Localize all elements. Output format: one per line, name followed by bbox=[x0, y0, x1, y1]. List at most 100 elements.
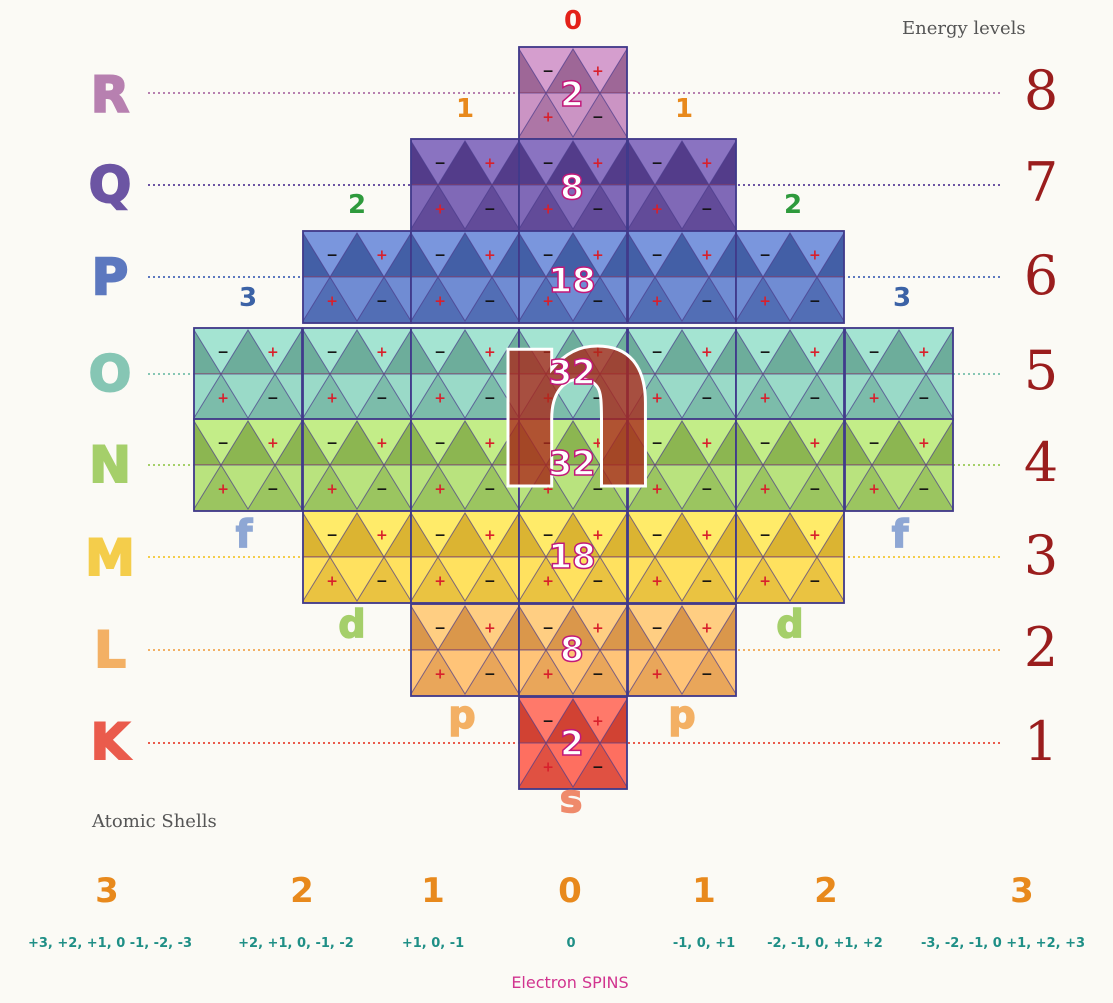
svg-text:+: + bbox=[701, 528, 713, 544]
svg-text:+: + bbox=[868, 482, 880, 498]
svg-text:−: − bbox=[484, 667, 496, 683]
svg-text:−: − bbox=[376, 294, 388, 310]
svg-text:+: + bbox=[759, 574, 771, 590]
atomic-shells-title: Atomic Shells bbox=[92, 811, 217, 832]
svg-text:−: − bbox=[592, 760, 604, 776]
energy-levels-title: Energy levels bbox=[902, 18, 1026, 39]
spin-values-f-right: -3, -2, -1, 0 +1, +2, +3 bbox=[893, 937, 1113, 950]
svg-text:−: − bbox=[267, 391, 279, 407]
svg-text:+: + bbox=[592, 156, 604, 172]
svg-text:−: − bbox=[326, 248, 338, 264]
energy-level-7: 7 bbox=[996, 156, 1086, 210]
orbital-cell-d-p: − + + − bbox=[303, 231, 411, 323]
orbital-cell-d-m: −++− bbox=[303, 511, 411, 603]
svg-text:+: + bbox=[326, 294, 338, 310]
capacity-l: 8 bbox=[537, 633, 607, 667]
svg-text:−: − bbox=[759, 528, 771, 544]
subshell-label-p-left: p bbox=[432, 696, 492, 734]
shell-letter-o: O bbox=[75, 349, 145, 399]
svg-text:−: − bbox=[542, 156, 554, 172]
svg-text:−: − bbox=[809, 574, 821, 590]
svg-text:−: − bbox=[701, 202, 713, 218]
svg-text:−: − bbox=[651, 156, 663, 172]
capacity-k: 2 bbox=[537, 727, 607, 761]
svg-text:+: + bbox=[651, 667, 663, 683]
bottom-l-value-f-right: 3 bbox=[982, 874, 1062, 908]
bottom-l-value-p-right: 1 bbox=[664, 874, 744, 908]
svg-text:+: + bbox=[217, 391, 229, 407]
orbital-cell-f-o: −++− bbox=[194, 328, 302, 420]
svg-text:−: − bbox=[434, 345, 446, 361]
energy-level-8: 8 bbox=[996, 64, 1086, 118]
svg-text:−: − bbox=[918, 391, 930, 407]
bottom-l-value-p-left: 1 bbox=[393, 874, 473, 908]
svg-text:−: − bbox=[376, 391, 388, 407]
svg-text:+: + bbox=[326, 574, 338, 590]
svg-text:+: + bbox=[434, 294, 446, 310]
svg-text:−: − bbox=[434, 528, 446, 544]
svg-text:+: + bbox=[376, 248, 388, 264]
bottom-l-value-d-right: 2 bbox=[786, 874, 866, 908]
energy-level-4: 4 bbox=[996, 436, 1086, 490]
svg-text:+: + bbox=[701, 345, 713, 361]
svg-text:−: − bbox=[484, 202, 496, 218]
svg-text:+: + bbox=[809, 248, 821, 264]
svg-text:+: + bbox=[701, 248, 713, 264]
svg-text:+: + bbox=[759, 391, 771, 407]
energy-level-6: 6 bbox=[996, 249, 1086, 303]
svg-text:−: − bbox=[918, 482, 930, 498]
l-value-top-f-right: 3 bbox=[882, 285, 922, 311]
shell-letter-k: K bbox=[75, 717, 145, 767]
orbital-cell-d-n: −++− bbox=[736, 419, 844, 511]
svg-text:−: − bbox=[326, 436, 338, 452]
svg-text:−: − bbox=[701, 482, 713, 498]
svg-text:+: + bbox=[701, 156, 713, 172]
shell-letter-r: R bbox=[75, 70, 145, 120]
svg-text:+: + bbox=[868, 391, 880, 407]
orbital-cell-d-n: −++− bbox=[303, 419, 411, 511]
svg-text:−: − bbox=[809, 391, 821, 407]
subshell-label-f-right: f bbox=[870, 515, 930, 553]
capacity-q: 8 bbox=[537, 171, 607, 205]
bottom-l-value-d-left: 2 bbox=[262, 874, 342, 908]
svg-text:+: + bbox=[759, 294, 771, 310]
svg-text:−: − bbox=[701, 391, 713, 407]
svg-text:−: − bbox=[651, 621, 663, 637]
capacity-m: 18 bbox=[537, 540, 607, 574]
orbital-cell-f-n: −++− bbox=[194, 419, 302, 511]
l-value-top-d-right: 2 bbox=[773, 192, 813, 218]
svg-text:+: + bbox=[809, 345, 821, 361]
svg-text:−: − bbox=[326, 345, 338, 361]
svg-text:−: − bbox=[868, 345, 880, 361]
energy-level-5: 5 bbox=[996, 344, 1086, 398]
capacity-r: 2 bbox=[537, 78, 607, 112]
svg-text:+: + bbox=[651, 574, 663, 590]
svg-text:+: + bbox=[701, 621, 713, 637]
svg-text:−: − bbox=[326, 528, 338, 544]
svg-text:+: + bbox=[809, 528, 821, 544]
svg-text:+: + bbox=[376, 345, 388, 361]
svg-text:−: − bbox=[267, 482, 279, 498]
svg-text:−: − bbox=[217, 436, 229, 452]
shell-letter-m: M bbox=[75, 533, 145, 583]
svg-text:+: + bbox=[918, 345, 930, 361]
l-value-top-center: 0 bbox=[553, 8, 593, 34]
orbital-cell-d-p: −++− bbox=[736, 231, 844, 323]
capacity-p: 18 bbox=[537, 264, 607, 298]
svg-text:−: − bbox=[759, 345, 771, 361]
orbital-cell-p-l: − + + − bbox=[628, 604, 736, 696]
svg-text:−: − bbox=[592, 667, 604, 683]
svg-text:−: − bbox=[217, 345, 229, 361]
orbital-cell-p-l: −++− bbox=[411, 604, 519, 696]
bottom-l-value-s: 0 bbox=[530, 874, 610, 908]
subshell-label-d-right: d bbox=[760, 605, 820, 643]
svg-text:+: + bbox=[434, 391, 446, 407]
svg-text:−: − bbox=[701, 667, 713, 683]
svg-text:+: + bbox=[918, 436, 930, 452]
l-value-top-f-left: 3 bbox=[228, 285, 268, 311]
svg-text:+: + bbox=[701, 436, 713, 452]
shell-letter-n: N bbox=[75, 440, 145, 490]
svg-text:+: + bbox=[434, 202, 446, 218]
svg-text:+: + bbox=[434, 482, 446, 498]
svg-text:−: − bbox=[434, 436, 446, 452]
